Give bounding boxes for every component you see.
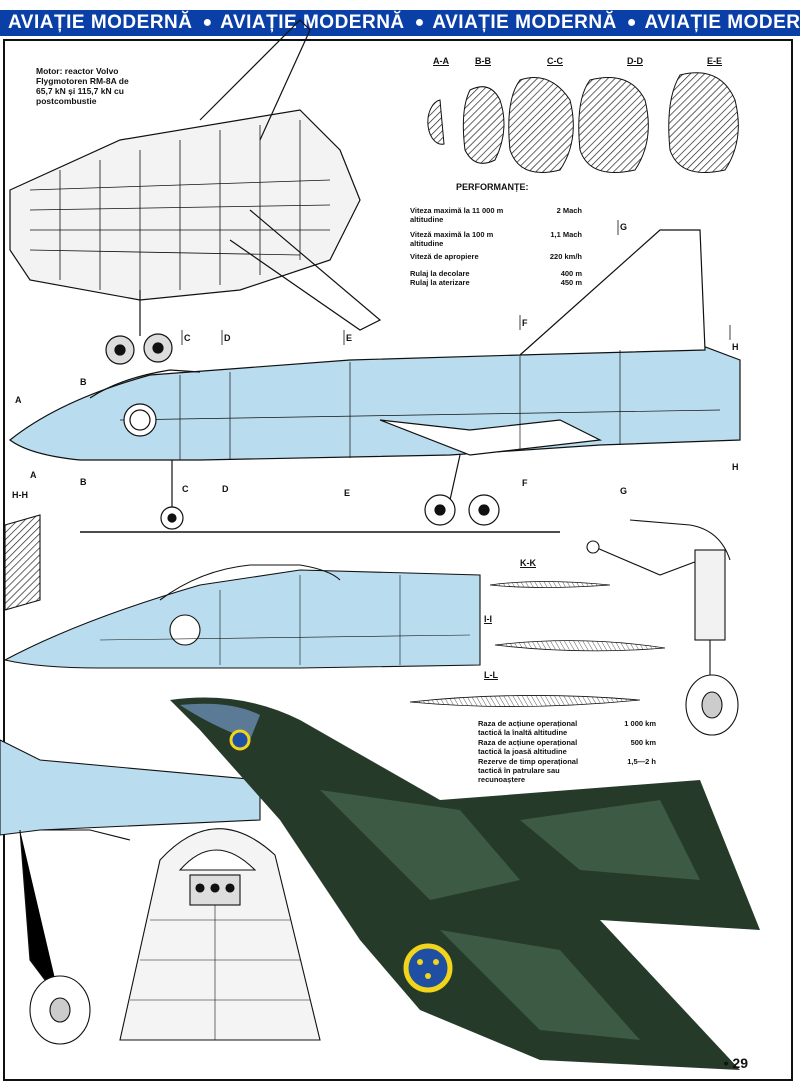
page-number: • 29: [723, 1055, 748, 1071]
perf-row: Viteză de apropiere 220 km/h: [410, 252, 582, 261]
station-letter: A: [15, 395, 22, 405]
section-label-l-l: L-L: [484, 670, 498, 680]
banner-text-4: AVIAȚIE MODERNĂ: [644, 12, 800, 33]
station-letter: F: [522, 318, 528, 328]
banner-text-2: AVIAȚIE MODERNĂ: [220, 12, 405, 33]
range-label: Rezerve de timp operațional tactică în p…: [478, 757, 579, 784]
perf-value: 1,1 Mach: [550, 230, 582, 239]
station-letter: B: [80, 477, 87, 487]
perf-row: Viteză maximă la 100 m altitudine 1,1 Ma…: [410, 230, 582, 248]
section-label-c-c: C-C: [547, 56, 563, 66]
station-lines: [181, 220, 731, 345]
range-label: Raza de acțiune operațional tactică la î…: [478, 719, 578, 737]
station-letter: E: [346, 333, 353, 343]
perf-label: Viteza maximă la 11 000 m altitudine: [410, 206, 504, 224]
range-row: Raza de acțiune operațional tactică la j…: [478, 738, 656, 756]
station-letter: C: [184, 333, 191, 343]
range-value: 1 000 km: [624, 719, 656, 728]
range-row: Rezerve de timp operațional tactică în p…: [478, 757, 656, 784]
station-letter: A: [30, 470, 37, 480]
section-label-b-b: B-B: [475, 56, 491, 66]
cross-sections: [427, 72, 739, 173]
landing-gear-drawing: [586, 519, 739, 736]
perf-row: Viteza maximă la 11 000 m altitudine 2 M…: [410, 206, 582, 224]
range-row: Raza de acțiune operațional tactică la î…: [478, 719, 656, 737]
perf-label: Rulaj la aterizare: [410, 278, 470, 287]
perf-row: Rulaj la aterizare 450 m: [410, 278, 582, 287]
cockpit-view: [119, 828, 321, 1041]
station-letter: H: [732, 462, 739, 472]
range-label: Raza de acțiune operațional tactică la j…: [478, 738, 578, 756]
perf-label: Viteză de apropiere: [410, 252, 479, 261]
header-banner: AVIAȚIE MODERNĂ ● AVIAȚIE MODERNĂ ● AVIA…: [0, 10, 800, 36]
engine-note: Motor: reactor Volvo Flygmotoren RM-8A d…: [36, 66, 129, 106]
bottom-left-details: [0, 739, 261, 1045]
perf-label: Viteză maximă la 100 m altitudine: [410, 230, 494, 248]
station-letter: C: [182, 484, 189, 494]
section-label-k-k: K-K: [520, 558, 536, 568]
section-label-a-a: A-A: [433, 56, 449, 66]
perf-row: Rulaj la decolare 400 m: [410, 269, 582, 278]
bullet-icon: ●: [202, 14, 213, 31]
station-letter: B: [80, 377, 87, 387]
perf-value: 400 m: [560, 269, 582, 278]
performance-title: PERFORMANȚE:: [456, 182, 529, 192]
station-letter: E: [344, 488, 351, 498]
range-value: 500 km: [630, 738, 656, 747]
station-letter: H-H: [12, 490, 28, 500]
wing-sections: [409, 581, 666, 707]
perf-value: 2 Mach: [556, 206, 582, 215]
perf-value: 220 km/h: [549, 252, 582, 261]
bullet-icon: ●: [414, 14, 425, 31]
station-letter: F: [522, 478, 528, 488]
perf-label: Rulaj la decolare: [410, 269, 470, 278]
camouflaged-jet-photo: [170, 697, 760, 1070]
station-letter: G: [620, 222, 628, 232]
side-view-aircraft: [9, 229, 741, 533]
station-letter: D: [222, 484, 229, 494]
station-letter: D: [224, 333, 231, 343]
cutaway-drawing: [9, 19, 382, 365]
range-value: 1,5—2 h: [627, 757, 656, 766]
section-label-i-i: I-I: [484, 614, 492, 624]
lower-side-view: [3, 514, 481, 669]
station-letter: G: [620, 486, 628, 496]
banner-text-3: AVIAȚIE MODERNĂ: [432, 12, 617, 33]
banner-text-1: AVIAȚIE MODERNĂ: [8, 12, 193, 33]
section-label-d-d: D-D: [627, 56, 643, 66]
section-label-e-e: E-E: [707, 56, 723, 66]
perf-value: 450 m: [560, 278, 582, 287]
station-letter: H: [732, 342, 739, 352]
bullet-icon: ●: [626, 14, 637, 31]
